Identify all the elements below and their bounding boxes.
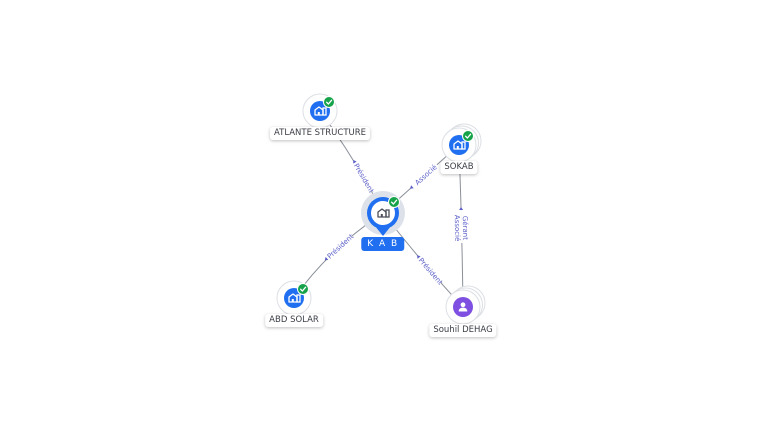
edge-label-bg [461,208,471,243]
node-kab[interactable] [361,191,405,236]
verified-check-icon [462,130,474,142]
edge-label-bg [415,253,444,285]
building-icon [377,208,390,218]
node-label-souhil[interactable]: Souhil DEHAG [429,324,497,337]
edge-label-group: Président [415,253,445,287]
edge-label-bg [351,159,376,193]
building-icon [314,106,327,116]
edge-label-bg [453,208,463,244]
edge-label: Gérant [461,216,470,241]
node-abd[interactable] [276,280,312,316]
edge-label-group: Associé [408,161,440,191]
node-label-abd[interactable]: ABD SOLAR [265,314,323,327]
arrow-icon [417,255,421,259]
edge-label-group: Président [351,159,376,195]
edge-label-bg [323,232,354,262]
verified-check-icon [297,283,309,295]
edge-label: Associé [453,215,462,242]
edge-label-bg [408,161,440,191]
node-label-atlante[interactable]: ATLANTE STRUCTURE [269,127,371,140]
edge-label-group: Président [323,232,356,262]
node-label-kab[interactable]: K A B [361,237,405,251]
node-sokab[interactable] [441,123,482,163]
verified-check-icon [323,96,335,108]
arrow-icon [459,207,464,211]
edge-label: Président [326,232,356,260]
arrow-icon [410,185,414,189]
edge-label: Président [352,162,376,194]
node-label-sokab[interactable]: SOKAB [440,161,478,174]
person-icon [458,302,468,312]
arrow-icon [324,256,329,261]
building-icon [288,293,301,303]
node-inner [371,201,395,225]
node-atlante[interactable] [302,93,338,129]
building-icon [453,140,466,150]
verified-check-icon [388,196,400,208]
edge-label: Associé [414,163,439,187]
arrow-icon [353,159,357,164]
node-souhil[interactable] [445,285,486,325]
edge-label: Président [417,256,445,286]
